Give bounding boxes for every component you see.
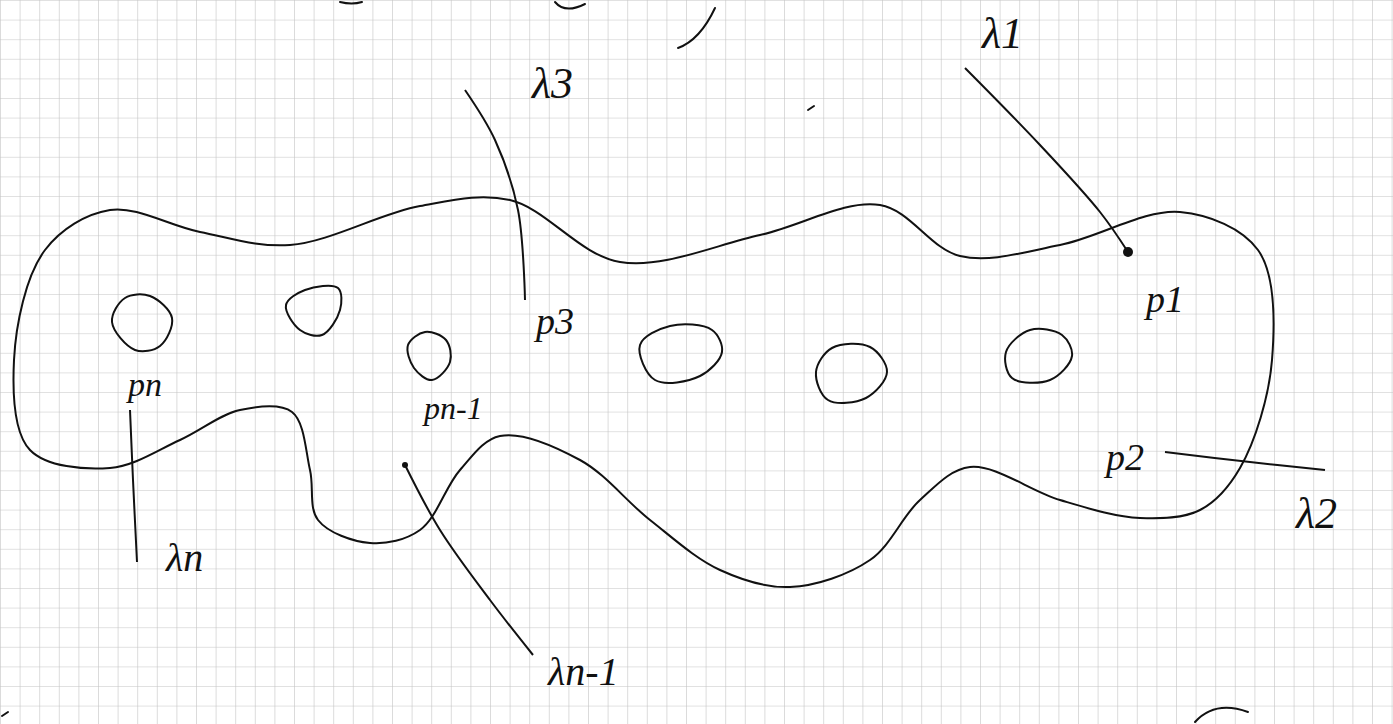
surface-hole: [816, 344, 887, 403]
arc-curve: [465, 90, 525, 300]
arc-curve: [130, 410, 137, 562]
stray-stroke: [555, 2, 585, 9]
point-label: p2: [1106, 438, 1144, 476]
surface-hole: [407, 332, 450, 380]
stray-stroke: [678, 8, 715, 48]
curve-label: λ2: [1296, 492, 1337, 536]
surface-hole: [286, 286, 342, 336]
point-label: pn-1: [424, 392, 483, 424]
stray-stroke: [808, 106, 814, 110]
curve-label: λ1: [982, 12, 1023, 56]
curve-label: λn-1: [548, 652, 619, 692]
surface-hole: [1005, 329, 1072, 383]
stray-stroke: [2, 712, 8, 716]
marked-point: [1123, 247, 1133, 257]
arc-curve: [405, 465, 533, 655]
stray-stroke: [340, 2, 362, 4]
point-label: p3: [536, 302, 574, 340]
surface-hole: [639, 324, 722, 383]
point-label: pn: [128, 368, 162, 402]
surface-hole: [112, 294, 172, 351]
arc-curve: [965, 68, 1128, 252]
point-label: p1: [1146, 280, 1184, 318]
arc-curve: [1165, 452, 1325, 470]
surface-outline: [13, 197, 1273, 587]
stray-stroke: [1195, 708, 1248, 722]
marked-point: [402, 462, 408, 468]
curve-label: λn: [166, 538, 203, 578]
curve-label: λ3: [532, 62, 573, 106]
